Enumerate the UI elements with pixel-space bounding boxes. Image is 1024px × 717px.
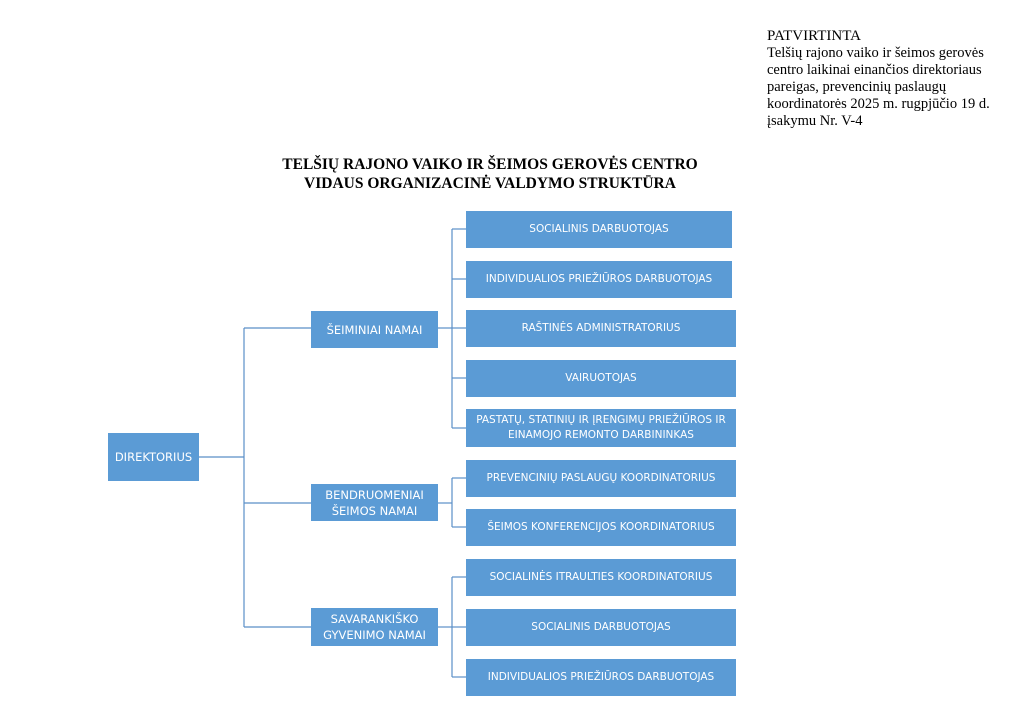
approval-text: Telšių rajono vaiko ir šeimos gerovės ce… — [767, 45, 990, 129]
role-box-1-4: VAIRUOTOJAS — [466, 360, 736, 397]
approval-heading: PATVIRTINTA — [767, 28, 862, 44]
role-box-1-3: RAŠTINĖS ADMINISTRATORIUS — [466, 310, 736, 347]
role-box-1-1: SOCIALINIS DARBUOTOJAS — [466, 211, 732, 248]
director-box: DIREKTORIUS — [108, 433, 199, 481]
role-box-2-1: PREVENCINIŲ PASLAUGŲ KOORDINATORIUS — [466, 460, 736, 497]
role-box-3-1: SOCIALINĖS ITRAULTIES KOORDINATORIUS — [466, 559, 736, 596]
role-box-1-5: PASTATŲ, STATINIŲ IR ĮRENGIMŲ PRIEŽIŪROS… — [466, 409, 736, 447]
unit-box-savarankisko-gyvenimo-namai: SAVARANKIŠKO GYVENIMO NAMAI — [311, 608, 438, 646]
title-line-1: TELŠIŲ RAJONO VAIKO IR ŠEIMOS GEROVĖS CE… — [282, 156, 698, 173]
title-line-2: VIDAUS ORGANIZACINĖ VALDYMO STRUKTŪRA — [304, 175, 676, 192]
role-box-3-2: SOCIALINIS DARBUOTOJAS — [466, 609, 736, 646]
role-box-1-2: INDIVIDUALIOS PRIEŽIŪROS DARBUOTOJAS — [466, 261, 732, 298]
unit-box-bendruomeniai-seimos-namai: BENDRUOMENIAI ŠEIMOS NAMAI — [311, 484, 438, 521]
approval-block: PATVIRTINTA Telšių rajono vaiko ir šeimo… — [767, 28, 1017, 130]
unit-box-seiminiai-namai: ŠEIMINIAI NAMAI — [311, 311, 438, 348]
page-title: TELŠIŲ RAJONO VAIKO IR ŠEIMOS GEROVĖS CE… — [200, 155, 780, 193]
role-box-3-3: INDIVIDUALIOS PRIEŽIŪROS DARBUOTOJAS — [466, 659, 736, 696]
role-box-2-2: ŠEIMOS KONFERENCIJOS KOORDINATORIUS — [466, 509, 736, 546]
